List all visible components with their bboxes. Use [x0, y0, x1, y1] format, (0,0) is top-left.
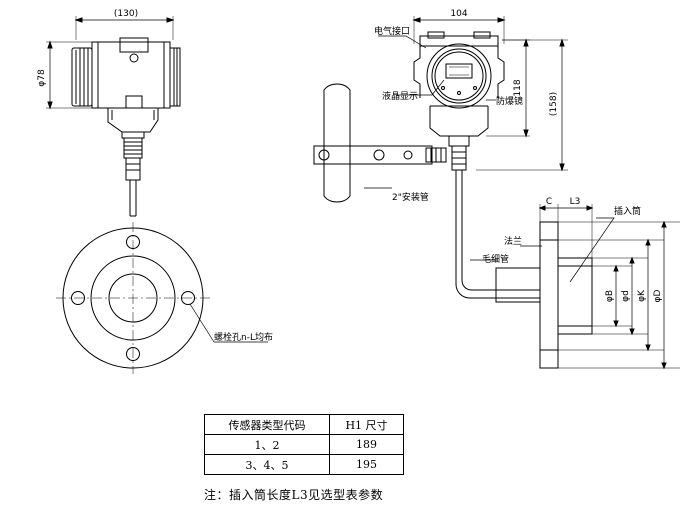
table-header-row: 传感器类型代码 H1 尺寸 [204, 414, 404, 435]
right-transmitter-view [313, 16, 680, 370]
flange-face-view [56, 222, 268, 374]
label-insert-cylinder: 插入筒 [614, 205, 641, 217]
dim-dia-b: φB [605, 290, 615, 302]
table-header-h1: H1 尺寸 [329, 414, 404, 435]
label-capillary: 毛细管 [482, 253, 509, 265]
label-lcd-display: 液晶显示 [382, 90, 418, 102]
label-electrical-interface: 电气接口 [374, 25, 410, 37]
table-cell-type: 3、4、5 [204, 454, 330, 475]
table-row: 3、4、5 195 [204, 454, 404, 475]
label-bolt-holes: 螺栓孔n-L均布 [214, 331, 273, 343]
left-transmitter-view [46, 16, 181, 217]
table-row: 1、2 189 [204, 434, 404, 455]
dim-dia-k: φK [637, 289, 647, 302]
dim-flange-c: C [546, 197, 552, 207]
dim-right-width: 104 [450, 9, 467, 19]
table-cell-h1: 189 [329, 434, 404, 455]
table-cell-type: 1、2 [204, 434, 330, 455]
label-explosion-proof-mirror: 防爆镜 [496, 95, 523, 107]
label-flange: 法兰 [504, 235, 522, 247]
footnote: 注：插入筒长度L3见选型表参数 [204, 488, 384, 502]
table-header-sensor-type: 传感器类型代码 [204, 414, 330, 435]
table-cell-h1: 195 [329, 454, 404, 475]
dim-total-height: (158) [549, 92, 559, 116]
dim-left-width: (130) [114, 9, 138, 19]
dim-h1: 118 [513, 79, 523, 96]
sensor-h1-table: 传感器类型代码 H1 尺寸 1、2 189 3、4、5 195 [204, 414, 404, 475]
dim-left-height: φ78 [37, 69, 47, 87]
technical-drawing: (130) φ78 104 118 (158) C L3 φB φd φK φD… [37, 9, 680, 374]
dim-dia-d: φd [621, 290, 631, 302]
label-mounting-pipe: 2"安装管 [392, 191, 429, 203]
dim-l3: L3 [570, 197, 581, 207]
dim-dia-D: φD [653, 290, 663, 303]
